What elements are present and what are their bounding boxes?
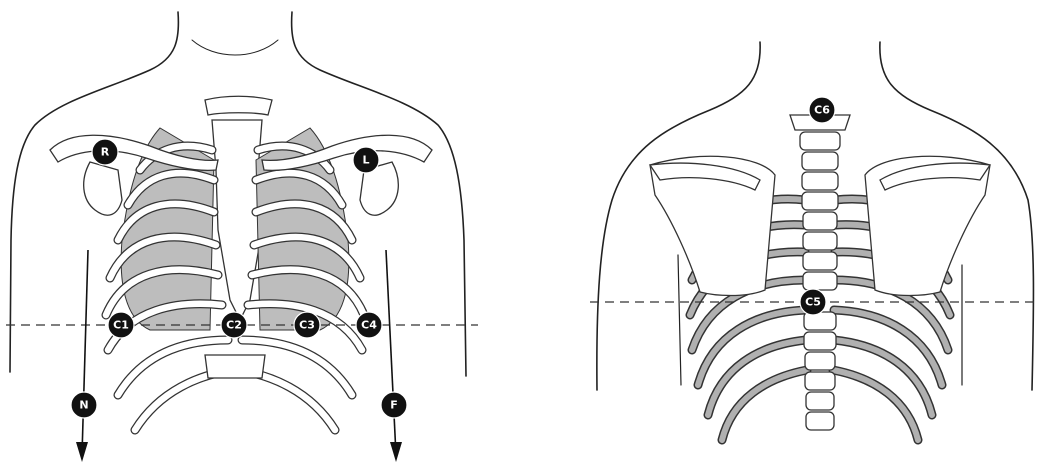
spine bbox=[790, 115, 850, 430]
electrode-c3: C3 bbox=[294, 312, 320, 338]
svg-text:L: L bbox=[362, 154, 369, 167]
electrode-c2: C2 bbox=[221, 312, 247, 338]
front-torso bbox=[10, 12, 466, 430]
arrow-f bbox=[386, 250, 402, 462]
svg-text:F: F bbox=[390, 399, 398, 412]
svg-text:C6: C6 bbox=[814, 104, 830, 117]
svg-text:C2: C2 bbox=[226, 319, 242, 332]
svg-text:C4: C4 bbox=[361, 319, 377, 332]
electrode-l: L bbox=[353, 147, 379, 173]
svg-text:N: N bbox=[79, 399, 88, 412]
svg-text:C1: C1 bbox=[113, 319, 129, 332]
electrode-c4: C4 bbox=[356, 312, 382, 338]
electrode-f: F bbox=[381, 392, 407, 418]
electrode-n: N bbox=[71, 392, 97, 418]
svg-text:C3: C3 bbox=[299, 319, 315, 332]
electrode-c5: C5 bbox=[800, 289, 826, 315]
arrow-n bbox=[76, 250, 88, 462]
svg-text:R: R bbox=[101, 146, 110, 159]
electrode-r: R bbox=[92, 139, 118, 165]
electrode-c1: C1 bbox=[108, 312, 134, 338]
svg-text:C5: C5 bbox=[805, 296, 821, 309]
electrode-c6: C6 bbox=[809, 97, 835, 123]
